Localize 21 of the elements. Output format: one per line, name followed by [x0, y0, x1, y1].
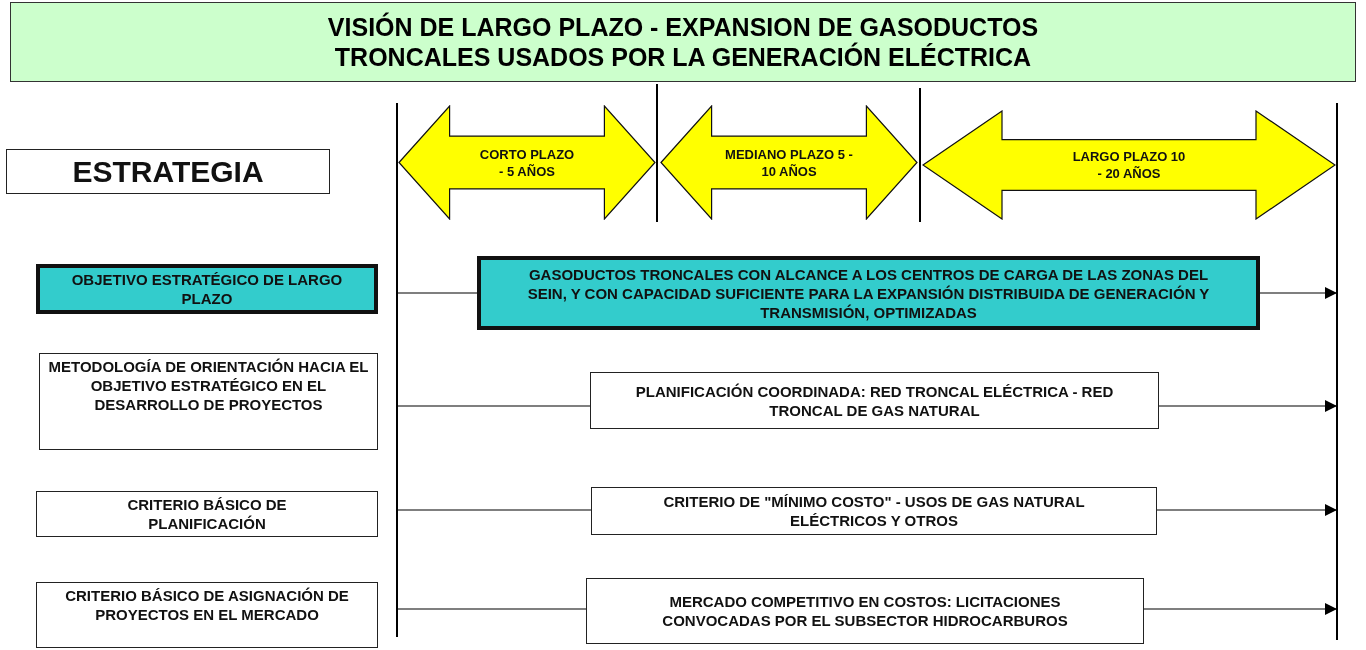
period-banner: MEDIANO PLAZO 5 - 10 AÑOS: [660, 105, 918, 220]
connector-line: [396, 509, 592, 511]
period-banner: CORTO PLAZO - 5 AÑOS: [398, 105, 656, 220]
arrow: [1259, 287, 1338, 299]
arrow: [1158, 400, 1338, 412]
connector-line: [396, 292, 478, 294]
connector-line: [396, 608, 587, 610]
heading-box: ESTRATEGIA: [6, 149, 330, 194]
process-box: CRITERIO DE "MÍNIMO COSTO" - USOS DE GAS NATURAL ELÉCTRICOS Y OTROS: [591, 487, 1157, 535]
label-box: CRITERIO BÁSICO DE ASIGNACIÓN DE PROYECTOS EN EL MERCADO: [36, 582, 378, 648]
arrow: [1156, 504, 1338, 516]
period-banner: LARGO PLAZO 10 - 20 AÑOS: [922, 110, 1336, 220]
process-box: MERCADO COMPETITIVO EN COSTOS: LICITACIONES CONVOCADAS POR EL SUBSECTOR HIDROCARBUROS: [586, 578, 1144, 644]
objective-box: OBJETIVO ESTRATÉGICO DE LARGO PLAZO: [36, 264, 378, 314]
process-box: PLANIFICACIÓN COORDINADA: RED TRONCAL ELÉCTRICA - RED TRONCAL DE GAS NATURAL: [590, 372, 1159, 429]
connector-line: [396, 405, 591, 407]
title-banner: VISIÓN DE LARGO PLAZO - EXPANSION DE GASODUCTOS TRONCALES USADOS POR LA GENERACIÓN ELÉCTRICA: [10, 2, 1356, 82]
arrow: [1143, 603, 1338, 615]
label-box: CRITERIO BÁSICO DE PLANIFICACIÓN: [36, 491, 378, 537]
label-box: METODOLOGÍA DE ORIENTACIÓN HACIA EL OBJETIVO ESTRATÉGICO EN EL DESARROLLO DE PROYECTOS: [39, 353, 378, 450]
objective-box: GASODUCTOS TRONCALES CON ALCANCE A LOS CENTROS DE CARGA DE LAS ZONAS DEL SEIN, Y CON CAPACIDAD SUFICIENTE PARA LA EXPANSIÓN DISTRIBUIDA DE GENERACIÓN Y TRANSMISIÓN, OPTIMIZADAS: [477, 256, 1260, 330]
